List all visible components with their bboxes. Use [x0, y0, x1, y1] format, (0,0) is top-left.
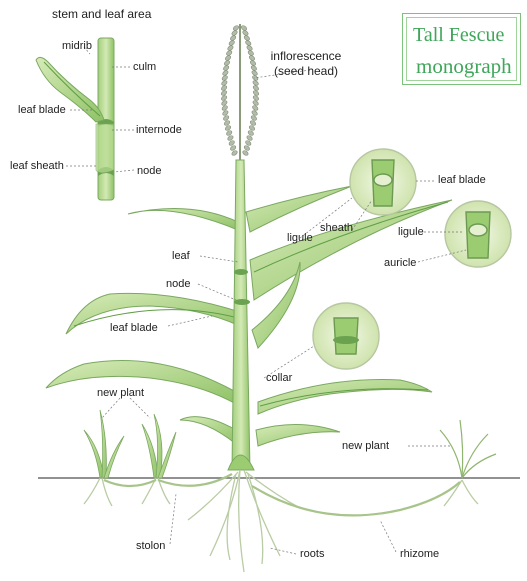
label-roots: roots [300, 548, 324, 561]
label-node-top: node [137, 165, 161, 178]
new-plant-right-illustration [440, 420, 496, 478]
spikelet [220, 90, 227, 97]
label-internode: internode [136, 124, 182, 137]
stem-detail-illustration [36, 38, 114, 200]
label-ligule-mid: ligule [287, 232, 313, 245]
inset-sheath-ligule [350, 149, 416, 215]
label-rhizome: rhizome [400, 548, 439, 561]
logo-line-2: monograph [416, 54, 512, 79]
label-ligule-right: ligule [398, 226, 424, 239]
label-seed-head: (seed head) [274, 65, 338, 78]
spikelet [252, 105, 259, 112]
label-auricle: auricle [384, 257, 416, 270]
label-leaf-blade-top: leaf blade [18, 104, 66, 117]
label-leaf-blade-left: leaf blade [110, 322, 158, 335]
label-sheath: sheath [320, 222, 353, 235]
seed-head-illustration [220, 24, 259, 160]
spikelet [252, 85, 259, 92]
spikelet [220, 95, 227, 102]
spikelet [252, 90, 259, 97]
label-stolon: stolon [136, 540, 165, 553]
label-inflorescence: inflorescence [271, 50, 342, 63]
label-midrib: midrib [62, 40, 92, 53]
stolon-rhizome-illustration [104, 474, 460, 515]
spikelet [221, 105, 228, 112]
label-leaf-sheath: leaf sheath [10, 160, 64, 173]
spikelet [220, 85, 227, 92]
label-stem-and-leaf-area: stem and leaf area [52, 8, 151, 21]
label-new-plant-left: new plant [97, 387, 144, 400]
label-leaf-blade-right: leaf blade [438, 174, 486, 187]
label-node-mid: node [166, 278, 190, 291]
label-new-plant-right: new plant [342, 440, 389, 453]
spikelet [221, 100, 228, 107]
tall-fescue-monograph-logo: Tall Fescue monograph [402, 13, 521, 85]
new-plant-left-illustration [84, 410, 176, 478]
logo-line-1: Tall Fescue [413, 24, 504, 47]
label-culm: culm [133, 61, 156, 74]
label-collar: collar [266, 372, 292, 385]
label-leaf: leaf [172, 250, 190, 263]
inset-auricle [445, 201, 511, 267]
spikelet [252, 100, 259, 107]
inset-collar [313, 303, 379, 369]
spikelet [252, 95, 259, 102]
